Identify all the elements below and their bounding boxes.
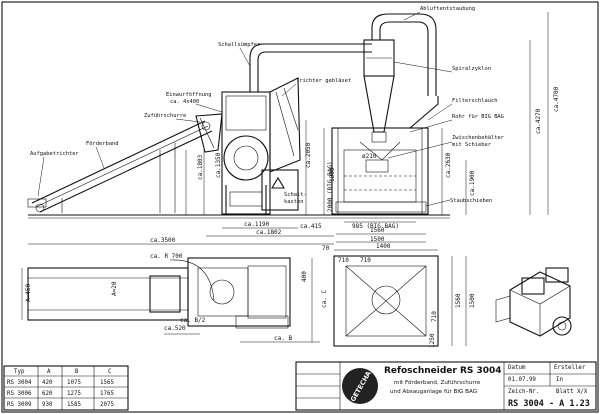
table-header-c: C <box>108 369 112 375</box>
table-cell: 1075 <box>67 380 81 386</box>
label-staubschieben: Staubschieben <box>450 198 492 204</box>
dim-2000: 2000 (BIG BAG) <box>327 161 334 212</box>
dim-1400: 1400 <box>376 243 391 250</box>
side-elevation: Schalt- kasten <box>27 6 560 245</box>
label-schieber: mit Schieber <box>452 142 492 148</box>
dim-400: 400 <box>301 271 308 282</box>
table-cell: RS 3006 <box>7 391 32 397</box>
suction-pipe <box>249 13 437 96</box>
dim-1560: 1560 <box>370 227 385 234</box>
title-sub2: und Absauganlage für BIG BAG <box>390 389 477 395</box>
ersteller-value: In <box>556 377 563 383</box>
schaltkasten-label-1: Schalt- <box>284 192 307 198</box>
dim-1560b: 1560 <box>455 293 462 308</box>
table-cell: 1765 <box>100 391 114 397</box>
label-zwischenbehaelter: Zwischenbehälter <box>452 135 505 141</box>
label-zufuhrschurre: Zuführschurre <box>144 113 186 119</box>
blatt-label: Blatt X/X <box>556 389 588 395</box>
dim-2630: ca.2630 <box>445 152 452 178</box>
label-rohr-bigbag: Rohr für BIG BAG <box>452 114 504 120</box>
dim-1900: ca.1900 <box>469 170 476 196</box>
dim-1190: ca.1190 <box>244 221 270 228</box>
label-schallsuempfer: Schallsümpfer <box>218 42 261 48</box>
plan-view: ca. R 700 A=450 A=20 ca. B/2 ca.520 400 … <box>21 243 476 348</box>
dim-1500: 1500 <box>370 236 385 243</box>
dim-1800: 1800 <box>329 167 336 182</box>
table-cell: RS 3004 <box>7 380 32 386</box>
schaltkasten-label-2: kasten <box>284 199 303 205</box>
dim-3500: ca.3500 <box>150 237 176 244</box>
table-cell: 1565 <box>100 380 114 386</box>
dim-4270: ca.4270 <box>535 108 542 134</box>
dim-710b: 710 <box>360 257 371 264</box>
table-header-a: A <box>47 369 51 375</box>
label-spiralzyklon: Spiralzyklon <box>452 66 491 72</box>
dim-415: ca.415 <box>300 223 322 230</box>
dim-985: 985 (BIG BAG) <box>352 223 399 230</box>
dim-4700: ca.4700 <box>553 86 560 112</box>
table-cell: 620 <box>42 391 53 397</box>
datum-label: Datum <box>508 365 526 371</box>
shredder-machine: Schalt- kasten <box>221 77 307 215</box>
dim-710: 710 <box>338 257 349 264</box>
title-main: Refoschneider RS 3004 <box>384 366 502 376</box>
isometric-sketch <box>495 267 572 337</box>
label-filterschlauch: Filterschlauch <box>452 98 497 104</box>
dim-bhalf: ca. B/2 <box>180 317 206 324</box>
dim-r700: ca. R 700 <box>150 253 183 260</box>
label-foerderband: Förderband <box>86 141 118 147</box>
table-cell: RS 3009 <box>7 402 32 408</box>
dim-1500b: 1500 <box>469 293 476 308</box>
table-header-typ: Typ <box>14 369 25 375</box>
dim-b: ca. B <box>274 335 292 342</box>
table-cell: 2075 <box>100 402 114 408</box>
dim-1250: 1250 <box>429 333 436 348</box>
conveyor-belt <box>27 120 213 213</box>
label-einwurf-size: ca. 4x400 <box>170 99 199 105</box>
dim-a450: A=450 <box>25 284 32 302</box>
feed-chute <box>195 113 223 153</box>
label-einwurf: Einwurföffnung <box>166 92 211 98</box>
dim-710c: 710 <box>431 311 438 322</box>
label-abluft: Abluftentstaubung <box>420 6 475 12</box>
ersteller-label: Ersteller <box>554 365 586 371</box>
table-cell: 420 <box>42 380 53 386</box>
table-cell: 1275 <box>67 391 81 397</box>
dim-phi210: ø210 <box>362 153 377 160</box>
big-bag-frame <box>331 96 439 215</box>
cyclone <box>363 39 395 143</box>
type-table: Typ A B C RS 3004 420 1075 1565 RS 3006 … <box>3 365 129 411</box>
dim-a20: A=20 <box>111 281 118 296</box>
dim-1803: ca.1803 <box>197 154 204 180</box>
title-block: GETECHA Refoschneider RS 3004 mit Förder… <box>295 361 597 411</box>
side-dimensions: ca.3500 ca.1802 ca.1190 ca.415 ca.1803 c… <box>28 12 560 245</box>
title-sub1: mit Förderband, Zuführschurre <box>394 380 481 386</box>
label-aufgabetrichter: Aufgabetrichter <box>30 151 79 157</box>
dim-1350: ca.1350 <box>215 152 222 178</box>
side-labels: Abluftentstaubung Spiralzyklon Filtersch… <box>30 6 505 207</box>
dim-c: ca. C <box>321 290 328 308</box>
getecha-logo <box>342 368 378 404</box>
table-header-b: B <box>75 369 79 375</box>
dim-2050: ca.2050 <box>305 142 312 168</box>
table-cell: 930 <box>42 402 53 408</box>
dim-70: 70 <box>322 245 330 252</box>
dim-1802: ca.1802 <box>256 229 282 236</box>
label-trichter: Trichter gebläset <box>296 78 351 84</box>
drawing-number: RS 3004 - A 1.23 <box>508 399 590 409</box>
table-cell: 1585 <box>67 402 81 408</box>
zeichnr-label: Zeich-Nr. <box>508 389 539 395</box>
datum-value: 01.07.99 <box>508 377 536 383</box>
dim-520: ca.520 <box>164 325 186 332</box>
